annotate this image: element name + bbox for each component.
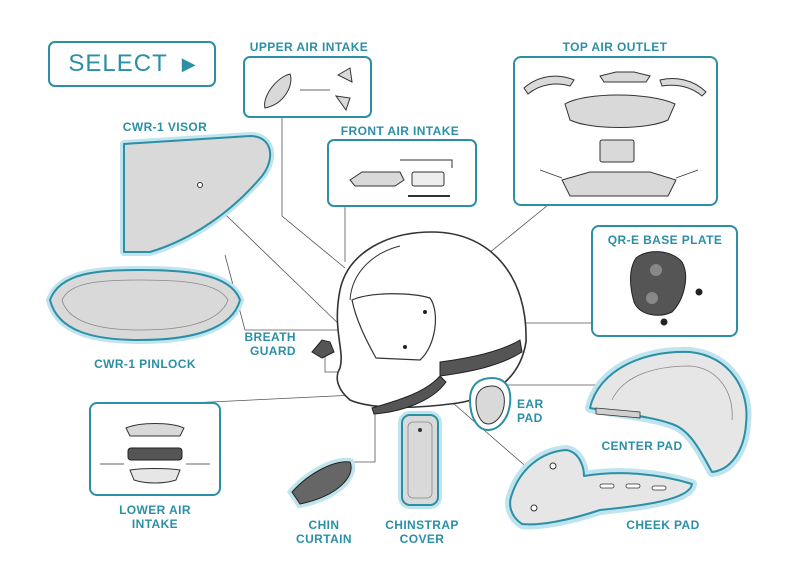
label-ear-pad[interactable]: EAR PAD (517, 397, 557, 425)
label-cheek-pad[interactable]: CHEEK PAD (626, 518, 700, 532)
label-chinstrap-cover-line1: CHINSTRAP (385, 518, 459, 532)
label-upper-air-intake[interactable]: UPPER AIR INTAKE (249, 40, 369, 54)
helmet-shell (336, 231, 527, 415)
leader-chin-curtain (340, 400, 376, 463)
label-chin-curtain-line2: CURTAIN (296, 532, 352, 546)
upper-air-intake-part[interactable] (243, 56, 372, 118)
label-cwr1-pinlock[interactable]: CWR-1 PINLOCK (94, 357, 196, 371)
cwr1-visor-part[interactable] (120, 132, 274, 256)
label-center-pad[interactable]: CENTER PAD (601, 439, 683, 453)
chinstrap-cover-part[interactable] (398, 411, 442, 509)
play-triangle-icon: ▶ (181, 54, 196, 74)
label-breath-guard[interactable]: BREATH GUARD (236, 330, 296, 358)
label-chin-curtain-line1: CHIN (308, 518, 340, 532)
label-breath-guard-line2: GUARD (250, 344, 296, 358)
label-qre-base-plate[interactable]: QR-E BASE PLATE (607, 233, 723, 247)
label-front-air-intake[interactable]: FRONT AIR INTAKE (340, 124, 460, 138)
label-cwr1-visor[interactable]: CWR-1 VISOR (122, 120, 208, 134)
leader-lower-air-intake (189, 394, 356, 404)
label-ear-pad-line1: EAR (517, 397, 544, 411)
label-chinstrap-cover[interactable]: CHINSTRAP COVER (376, 518, 468, 546)
qre-base-plate-part[interactable] (591, 225, 738, 337)
label-lower-air-intake-line1: LOWER AIR (119, 503, 191, 517)
label-chinstrap-cover-line2: COVER (399, 532, 445, 546)
label-lower-air-intake-line2: INTAKE (131, 517, 179, 531)
center-pad-part[interactable] (585, 346, 752, 477)
label-lower-air-intake[interactable]: LOWER AIR INTAKE (100, 503, 210, 531)
select-button[interactable]: SELECT ▶ (48, 41, 216, 87)
lower-air-intake-part[interactable] (89, 402, 221, 496)
cheek-pad-part[interactable] (505, 445, 697, 530)
top-air-outlet-part[interactable] (513, 56, 718, 206)
label-ear-pad-line2: PAD (517, 411, 543, 425)
front-air-intake-part[interactable] (327, 139, 477, 207)
ear-pad-part[interactable] (468, 376, 512, 432)
label-breath-guard-line1: BREATH (244, 330, 296, 344)
label-top-air-outlet[interactable]: TOP AIR OUTLET (562, 40, 668, 54)
leader-upper-air-intake (281, 118, 346, 269)
label-chin-curtain[interactable]: CHIN CURTAIN (284, 518, 364, 546)
chin-curtain-part[interactable] (286, 457, 356, 509)
select-button-label: SELECT (68, 50, 168, 77)
breath-guard-part[interactable] (311, 339, 335, 359)
cwr1-pinlock-part[interactable] (45, 265, 245, 345)
